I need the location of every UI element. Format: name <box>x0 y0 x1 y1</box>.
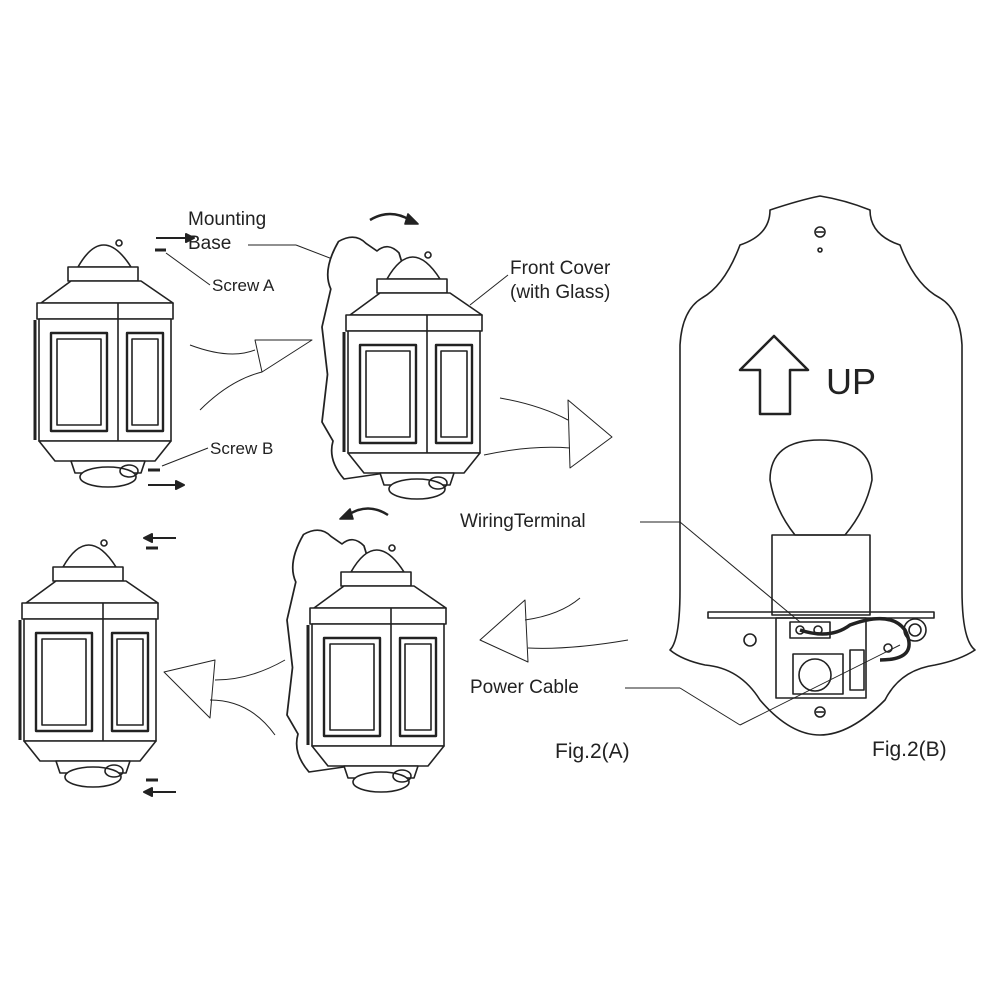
label-base-line2: Base <box>188 233 232 254</box>
flow-arrow-3 <box>479 597 629 663</box>
label-power-cable: Power Cable <box>470 677 579 698</box>
lantern-step-3 <box>286 507 448 794</box>
flow-arrow-1 <box>189 339 313 411</box>
label-screw-a: Screw A <box>212 276 275 295</box>
label-screw-b: Screw B <box>210 439 274 458</box>
lantern-step-1 <box>33 238 175 489</box>
flow-arrow-4 <box>163 659 286 736</box>
label-front-cover-line1: Front Cover <box>510 258 611 279</box>
label-fig-2b: Fig.2(B) <box>872 738 947 761</box>
mounting-base-fig-b <box>625 195 976 736</box>
lantern-step-4 <box>18 538 160 789</box>
label-front-cover: Front Cover (with Glass) <box>510 257 610 305</box>
screw-a-icon <box>148 233 195 490</box>
label-up: UP <box>826 361 877 402</box>
label-front-cover-line2: (with Glass) <box>510 282 611 303</box>
bulb <box>769 439 873 536</box>
lantern-step-2 <box>321 212 484 501</box>
flow-arrow-2 <box>483 397 613 469</box>
label-wiring-terminal: WiringTerminal <box>460 511 586 532</box>
label-fig-2a: Fig.2(A) <box>555 740 630 763</box>
up-arrow-icon <box>738 334 810 416</box>
label-mounting-line1: Mounting <box>188 209 267 230</box>
